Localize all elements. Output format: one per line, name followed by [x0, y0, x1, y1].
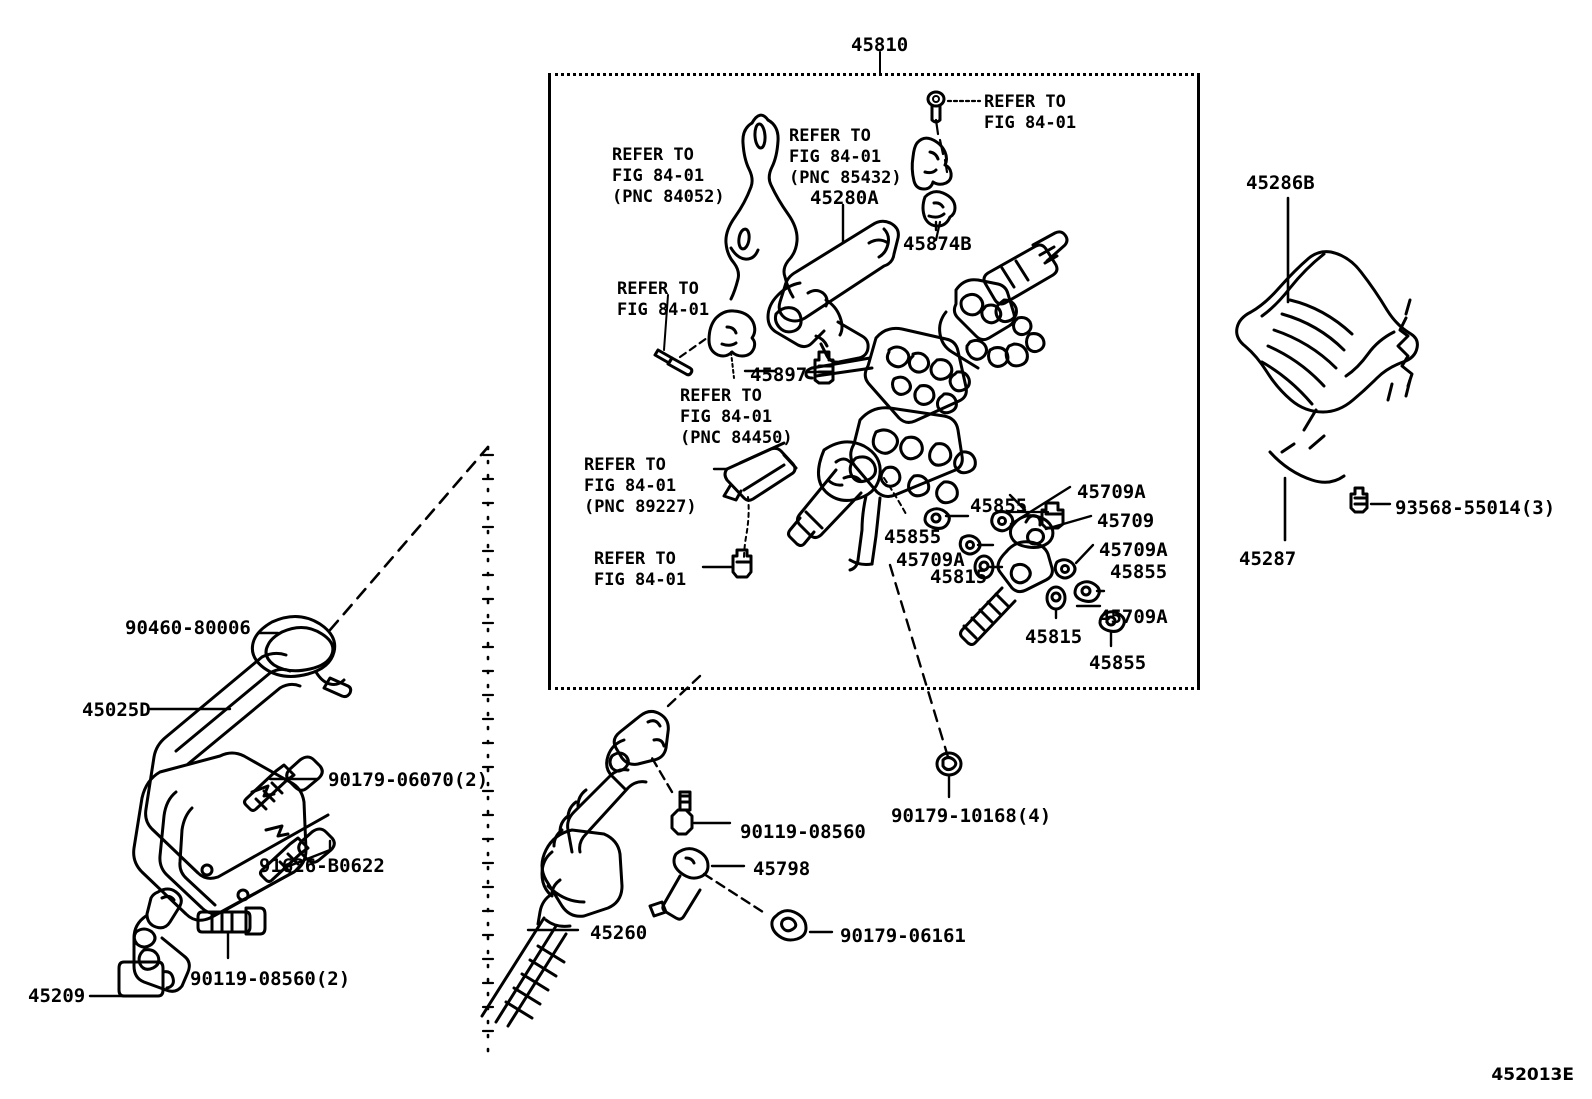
refer-89227-line3: (PNC 89227) [584, 497, 697, 517]
part-45209[interactable]: 45209 [28, 985, 86, 1007]
refer-84450-line2: FIG 84-01 [680, 407, 773, 427]
refer-85432-line2: FIG 84-01 [789, 147, 882, 167]
part-45815-b[interactable]: 45815 [1025, 626, 1083, 648]
refer-89227-line1: REFER TO [584, 455, 666, 475]
part-90179-10168[interactable]: 90179-10168(4) [891, 805, 1052, 827]
main-assembly-group-box [548, 73, 1200, 690]
refer-84052-line2: FIG 84-01 [612, 166, 705, 186]
refer-84450-line3: (PNC 84450) [680, 428, 793, 448]
refer-top-right-line1: REFER TO [984, 92, 1066, 112]
refer-bolt-left-line2: FIG 84-01 [617, 300, 710, 320]
refer-bottom-left-line2: FIG 84-01 [594, 570, 687, 590]
part-45874B[interactable]: 45874B [903, 233, 972, 255]
part-45855-d[interactable]: 45855 [1089, 652, 1147, 674]
refer-bolt-left-line1: REFER TO [617, 279, 699, 299]
part-45855-b[interactable]: 45855 [884, 526, 942, 548]
refer-bottom-left-line1: REFER TO [594, 549, 676, 569]
part-45815-a[interactable]: 45815 [930, 566, 988, 588]
part-93568-55014[interactable]: 93568-55014(3) [1395, 497, 1556, 519]
diagram-id-code: 452013E [1491, 1065, 1574, 1085]
part-90179-06161[interactable]: 90179-06161 [840, 925, 966, 947]
part-45709A-c[interactable]: 45709A [896, 549, 965, 571]
part-45709A-d[interactable]: 45709A [1099, 606, 1168, 628]
part-45287[interactable]: 45287 [1239, 548, 1297, 570]
part-91626-B0622[interactable]: 91626-B0622 [259, 855, 385, 877]
part-45286B[interactable]: 45286B [1246, 172, 1315, 194]
part-90179-06070[interactable]: 90179-06070(2) [328, 769, 489, 791]
part-45855-a[interactable]: 45855 [970, 495, 1028, 517]
part-45709A-b[interactable]: 45709A [1099, 539, 1168, 561]
part-45260[interactable]: 45260 [590, 922, 648, 944]
part-45709[interactable]: 45709 [1097, 510, 1155, 532]
part-45810[interactable]: 45810 [851, 34, 909, 56]
part-90119-08560[interactable]: 90119-08560 [740, 821, 866, 843]
refer-85432-line3: (PNC 85432) [789, 168, 902, 188]
refer-89227-line2: FIG 84-01 [584, 476, 677, 496]
part-45897[interactable]: 45897 [750, 364, 808, 386]
part-45709A-a[interactable]: 45709A [1077, 481, 1146, 503]
part-90460-80006[interactable]: 90460-80006 [125, 617, 251, 639]
refer-top-right-line2: FIG 84-01 [984, 113, 1077, 133]
refer-84052-line1: REFER TO [612, 145, 694, 165]
refer-84450-line1: REFER TO [680, 386, 762, 406]
refer-85432-line1: REFER TO [789, 126, 871, 146]
part-45280A[interactable]: 45280A [810, 187, 879, 209]
part-45855-c[interactable]: 45855 [1110, 561, 1168, 583]
part-45798[interactable]: 45798 [753, 858, 811, 880]
part-90119-08560-2[interactable]: 90119-08560(2) [190, 968, 351, 990]
refer-84052-line3: (PNC 84052) [612, 187, 725, 207]
part-45025D[interactable]: 45025D [82, 699, 151, 721]
